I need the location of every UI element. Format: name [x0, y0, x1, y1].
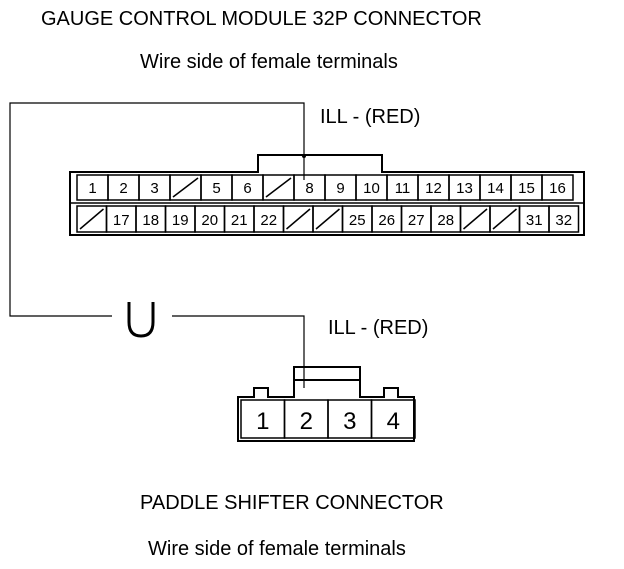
- empty-terminal-slash: [492, 208, 517, 230]
- gauge-bottom-row-cell: 28: [430, 205, 462, 233]
- terminal-number: 27: [408, 212, 425, 229]
- gauge-top-row-cell: 3: [138, 174, 171, 201]
- terminal-number: 15: [518, 180, 535, 197]
- paddle-pin-number: 2: [300, 408, 313, 435]
- terminal-number: 14: [487, 180, 504, 197]
- gauge-connector: [69, 154, 585, 236]
- paddle-wire-label: ILL - (RED): [328, 317, 428, 339]
- splice-symbol: [127, 302, 155, 338]
- gauge-bottom-row-cell: 21: [223, 205, 255, 233]
- terminal-number: 21: [231, 212, 248, 229]
- gauge-top-row-cell: 15: [510, 174, 543, 201]
- terminal-number: 5: [212, 180, 220, 197]
- gauge-bottom-row-cell: [459, 205, 491, 233]
- gauge-connector-subtitle: Wire side of female terminals: [140, 51, 398, 73]
- gauge-bottom-row-cell: [282, 205, 314, 233]
- terminal-number: 8: [305, 180, 313, 197]
- gauge-top-row-cell: 1: [76, 174, 109, 201]
- gauge-top-row-cell: 8: [293, 174, 326, 201]
- terminal-number: 2: [119, 180, 127, 197]
- gauge-top-row-cell: 13: [448, 174, 481, 201]
- terminal-number: 18: [142, 212, 159, 229]
- paddle-pin-number: 3: [343, 408, 356, 435]
- paddle-pin-box: [370, 399, 416, 439]
- terminal-number: 22: [260, 212, 277, 229]
- terminal-cell-box: [548, 205, 580, 233]
- terminal-cell-box: [541, 174, 574, 201]
- gauge-top-row-cell: [169, 174, 202, 201]
- terminal-number: 31: [526, 212, 543, 229]
- gauge-bottom-row-cell: 17: [105, 205, 137, 233]
- gauge-bottom-row: 17 18 19 20 21 22 25 26 27 28 31 32: [76, 205, 580, 233]
- terminal-number: 6: [243, 180, 251, 197]
- gauge-bottom-row-cell: 22: [253, 205, 285, 233]
- gauge-bottom-row-cell: 26: [371, 205, 403, 233]
- gauge-wire-label: ILL - (RED): [320, 106, 420, 128]
- ill-wire: [9, 102, 306, 388]
- gauge-top-row-cell: 10: [355, 174, 388, 201]
- empty-terminal-slash: [172, 177, 199, 198]
- paddle-pin-cell: 3: [327, 399, 373, 439]
- gauge-top-row-cell: 11: [386, 174, 419, 201]
- terminal-number: 16: [549, 180, 566, 197]
- gauge-bottom-row-cell: 20: [194, 205, 226, 233]
- gauge-top-row-cell: 14: [479, 174, 512, 201]
- gauge-top-row-cell: [262, 174, 295, 201]
- gauge-bottom-row-cell: 19: [164, 205, 196, 233]
- gauge-connector-outline: [69, 154, 585, 236]
- terminal-number: 17: [113, 212, 130, 229]
- paddle-pin-cell: 1: [240, 399, 286, 439]
- terminal-number: 1: [88, 180, 96, 197]
- terminal-number: 28: [437, 212, 454, 229]
- gauge-top-row-cell: 12: [417, 174, 450, 201]
- wire-junction-dot: [302, 154, 306, 158]
- gauge-bottom-row-cell: 18: [135, 205, 167, 233]
- paddle-connector-title: PADDLE SHIFTER CONNECTOR: [140, 492, 444, 514]
- paddle-pins: 1 2 3 4: [240, 399, 416, 439]
- gauge-top-row-cell: 6: [231, 174, 264, 201]
- terminal-number: 3: [150, 180, 158, 197]
- gauge-bottom-row-cell: [76, 205, 108, 233]
- terminal-number: 11: [395, 180, 411, 197]
- gauge-bottom-row-cell: 27: [400, 205, 432, 233]
- terminal-number: 12: [425, 180, 442, 197]
- empty-terminal-slash: [286, 208, 311, 230]
- paddle-pin-number: 4: [387, 408, 400, 435]
- empty-terminal-slash: [463, 208, 488, 230]
- gauge-top-row-cell: 16: [541, 174, 574, 201]
- empty-terminal-slash: [265, 177, 292, 198]
- gauge-top-row-cell: 9: [324, 174, 357, 201]
- gauge-top-row-cell: 5: [200, 174, 233, 201]
- terminal-number: 10: [363, 180, 380, 197]
- terminal-number: 13: [456, 180, 473, 197]
- paddle-pin-cell: 4: [370, 399, 416, 439]
- terminal-number: 26: [378, 212, 395, 229]
- gauge-bottom-row-cell: 25: [341, 205, 373, 233]
- gauge-connector-title: GAUGE CONTROL MODULE 32P CONNECTOR: [41, 8, 482, 30]
- wire-segment-gauge: [9, 102, 305, 317]
- splice-u-shape: [127, 302, 155, 338]
- gauge-bottom-row-cell: 31: [518, 205, 550, 233]
- gauge-top-row-cell: 2: [107, 174, 140, 201]
- gauge-bottom-row-cell: 32: [548, 205, 580, 233]
- paddle-connector: [237, 366, 415, 442]
- gauge-bottom-row-cell: [312, 205, 344, 233]
- empty-terminal-slash: [79, 208, 104, 230]
- terminal-number: 20: [201, 212, 218, 229]
- terminal-number: 9: [336, 180, 344, 197]
- wire-segment-paddle: [172, 315, 305, 388]
- paddle-connector-subtitle: Wire side of female terminals: [148, 538, 406, 560]
- terminal-number: 32: [555, 212, 572, 229]
- terminal-number: 25: [349, 212, 366, 229]
- paddle-connector-outline: [237, 366, 415, 442]
- paddle-pin-number: 1: [256, 408, 269, 435]
- empty-terminal-slash: [315, 208, 340, 230]
- paddle-pin-cell: 2: [283, 399, 329, 439]
- gauge-bottom-row-cell: [489, 205, 521, 233]
- terminal-number: 19: [172, 212, 189, 229]
